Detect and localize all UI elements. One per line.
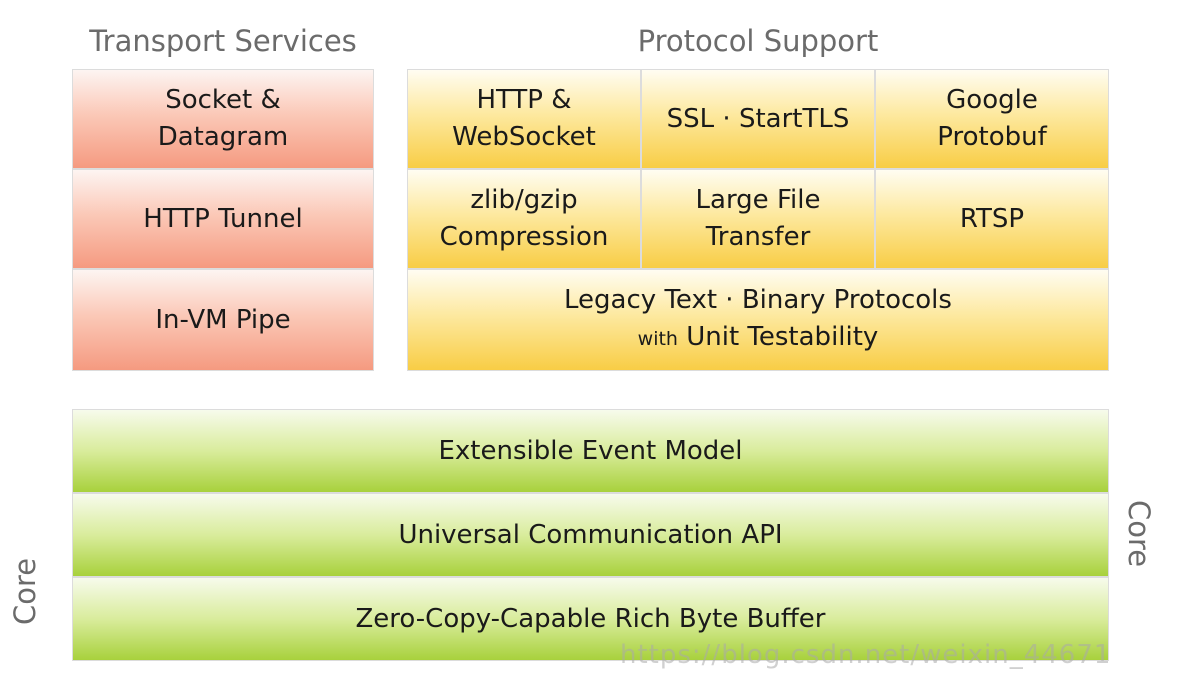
- core-label-right: Core: [1122, 500, 1156, 568]
- protocol-http-websocket: HTTP & WebSocket: [407, 69, 641, 169]
- cell-label: HTTP & WebSocket: [452, 85, 596, 152]
- core-layer-label: Zero-Copy-Capable Rich Byte Buffer: [355, 603, 826, 634]
- transport-http-tunnel: HTTP Tunnel: [72, 169, 374, 269]
- cell-label: Google Protobuf: [937, 85, 1047, 152]
- protocol-zlib-gzip: zlib/gzip Compression: [407, 169, 641, 269]
- legacy-line-1: Legacy Text · Binary Protocols: [564, 285, 952, 315]
- protocol-large-file-transfer: Large File Transfer: [641, 169, 875, 269]
- transport-in-vm-pipe: In-VM Pipe: [72, 269, 374, 371]
- cell-label: zlib/gzip Compression: [439, 185, 609, 252]
- core-zero-copy-byte-buffer: Zero-Copy-Capable Rich Byte Buffer: [72, 577, 1109, 661]
- watermark-url: https://blog.csdn.net/weixin_44671: [620, 640, 1112, 670]
- protocol-ssl-starttls: SSL · StartTLS: [641, 69, 875, 169]
- legacy-unit-testability: Unit Testability: [686, 322, 879, 352]
- core-label-left: Core: [8, 557, 42, 625]
- core-extensible-event-model: Extensible Event Model: [72, 409, 1109, 493]
- core-universal-communication-api: Universal Communication API: [72, 493, 1109, 577]
- cell-label: Socket & Datagram: [157, 85, 289, 152]
- cell-label: In-VM Pipe: [155, 304, 291, 335]
- cell-label: Large File Transfer: [695, 185, 821, 252]
- core-layer-label: Universal Communication API: [398, 519, 783, 550]
- cell-label: HTTP Tunnel: [143, 203, 303, 234]
- transport-services-heading: Transport Services: [89, 24, 357, 58]
- transport-socket-datagram: Socket & Datagram: [72, 69, 374, 169]
- cell-label: RTSP: [959, 203, 1025, 234]
- protocol-legacy-text-binary: Legacy Text · Binary Protocols with Unit…: [407, 269, 1109, 371]
- protocol-google-protobuf: Google Protobuf: [875, 69, 1109, 169]
- protocol-rtsp: RTSP: [875, 169, 1109, 269]
- legacy-with: with: [637, 328, 678, 350]
- core-layer-label: Extensible Event Model: [438, 435, 743, 466]
- protocol-support-heading: Protocol Support: [637, 24, 879, 58]
- legacy-line-2: with Unit Testability: [638, 319, 879, 358]
- cell-label: SSL · StartTLS: [666, 103, 850, 134]
